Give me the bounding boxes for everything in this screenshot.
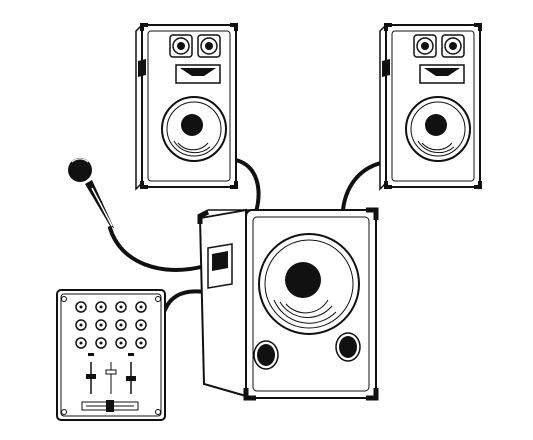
channel-faders <box>86 362 136 394</box>
switches <box>88 353 134 356</box>
cable-microphone-to-subwoofer <box>108 226 207 272</box>
microphone-icon <box>68 158 114 228</box>
handle <box>207 243 233 289</box>
cable-right-speaker-to-subwoofer <box>341 160 387 212</box>
tweeter-left <box>413 34 437 58</box>
subwoofer <box>197 207 379 401</box>
subwoofer-icon <box>197 207 379 401</box>
woofer <box>405 96 471 162</box>
right-speaker <box>379 23 482 191</box>
microphone <box>68 158 114 228</box>
knob-indicators <box>79 305 143 345</box>
left-speaker <box>135 23 238 191</box>
three-way-speaker-icon <box>135 23 238 191</box>
horn <box>175 64 221 84</box>
bass-port-left <box>253 340 279 370</box>
horn <box>419 64 465 84</box>
three-way-speaker-icon <box>379 23 482 191</box>
cables <box>108 158 387 312</box>
woofer <box>161 96 227 162</box>
woofer <box>258 233 360 335</box>
tweeter-right <box>441 34 465 58</box>
bass-port-right <box>335 332 361 362</box>
crossfader <box>81 400 139 412</box>
tweeter-left <box>169 34 193 58</box>
dj-mixer-icon <box>56 289 166 421</box>
tweeter-right <box>197 34 221 58</box>
cable-left-speaker-to-subwoofer <box>234 158 261 214</box>
mixer <box>56 289 166 421</box>
